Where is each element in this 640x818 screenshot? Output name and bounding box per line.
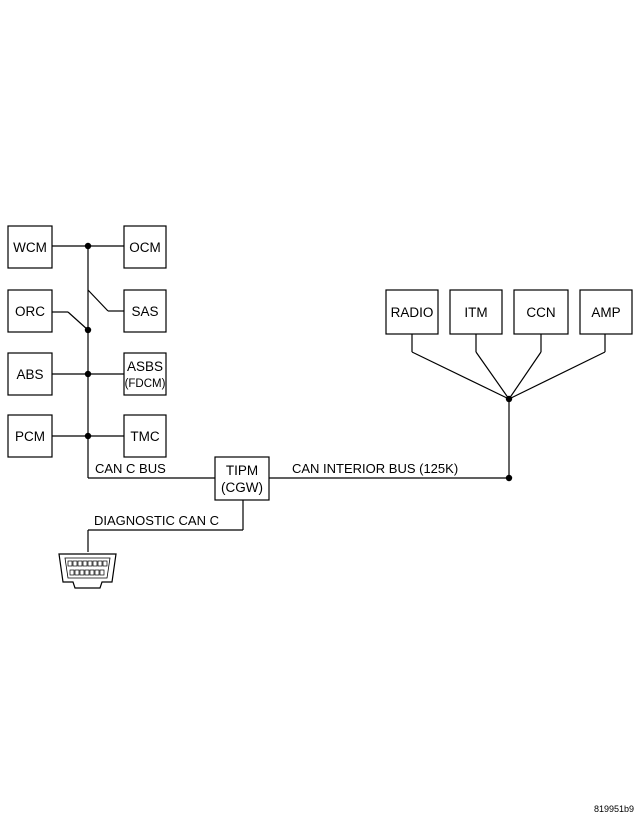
- module-asbs: ASBS (FDCM): [123, 352, 167, 396]
- diagnostic-connector-icon: [58, 553, 117, 589]
- splice-abs-asbs: [84, 370, 92, 378]
- module-abs: ABS: [7, 352, 53, 396]
- diagnostic-wiring: [87, 500, 244, 552]
- can-interior-bus-wiring: [269, 334, 606, 482]
- module-radio: RADIO: [385, 289, 439, 335]
- module-ccn: CCN: [513, 289, 569, 335]
- can-c-bus-wiring: [52, 242, 215, 479]
- module-asbs-label: ASBS: [127, 359, 163, 374]
- module-ccn-label: CCN: [526, 305, 555, 320]
- module-tmc: TMC: [123, 414, 167, 458]
- module-tipm: TIPM (CGW): [214, 456, 270, 501]
- module-tipm-label: TIPM: [226, 463, 258, 478]
- module-tmc-label: TMC: [130, 429, 159, 444]
- module-wcm-label: WCM: [13, 240, 47, 255]
- diagnostic-can-c-label: DIAGNOSTIC CAN C: [94, 513, 219, 528]
- module-sas: SAS: [123, 289, 167, 333]
- module-abs-label: ABS: [16, 367, 43, 382]
- splice-wcm-ocm: [84, 242, 92, 250]
- module-ocm-label: OCM: [129, 240, 161, 255]
- module-amp-label: AMP: [591, 305, 620, 320]
- splice-interior-bus: [505, 474, 513, 482]
- figure-id: 819951b9: [594, 804, 634, 814]
- module-amp: AMP: [579, 289, 633, 335]
- module-pcm-label: PCM: [15, 429, 45, 444]
- module-asbs-sublabel: (FDCM): [125, 378, 166, 390]
- module-wcm: WCM: [7, 225, 53, 269]
- splice-orc: [84, 326, 92, 334]
- module-tipm-sublabel: (CGW): [221, 480, 263, 495]
- module-pcm: PCM: [7, 414, 53, 458]
- module-itm: ITM: [449, 289, 503, 335]
- module-itm-label: ITM: [464, 305, 487, 320]
- module-orc-label: ORC: [15, 304, 45, 319]
- module-ocm: OCM: [123, 225, 167, 269]
- splice-pcm-tmc: [84, 432, 92, 440]
- module-sas-label: SAS: [131, 304, 158, 319]
- splice-interior-star: [505, 395, 513, 403]
- module-orc: ORC: [7, 289, 53, 333]
- can-interior-bus-label: CAN INTERIOR BUS (125K): [292, 461, 458, 476]
- module-radio-label: RADIO: [391, 305, 434, 320]
- can-c-bus-label: CAN C BUS: [95, 461, 166, 476]
